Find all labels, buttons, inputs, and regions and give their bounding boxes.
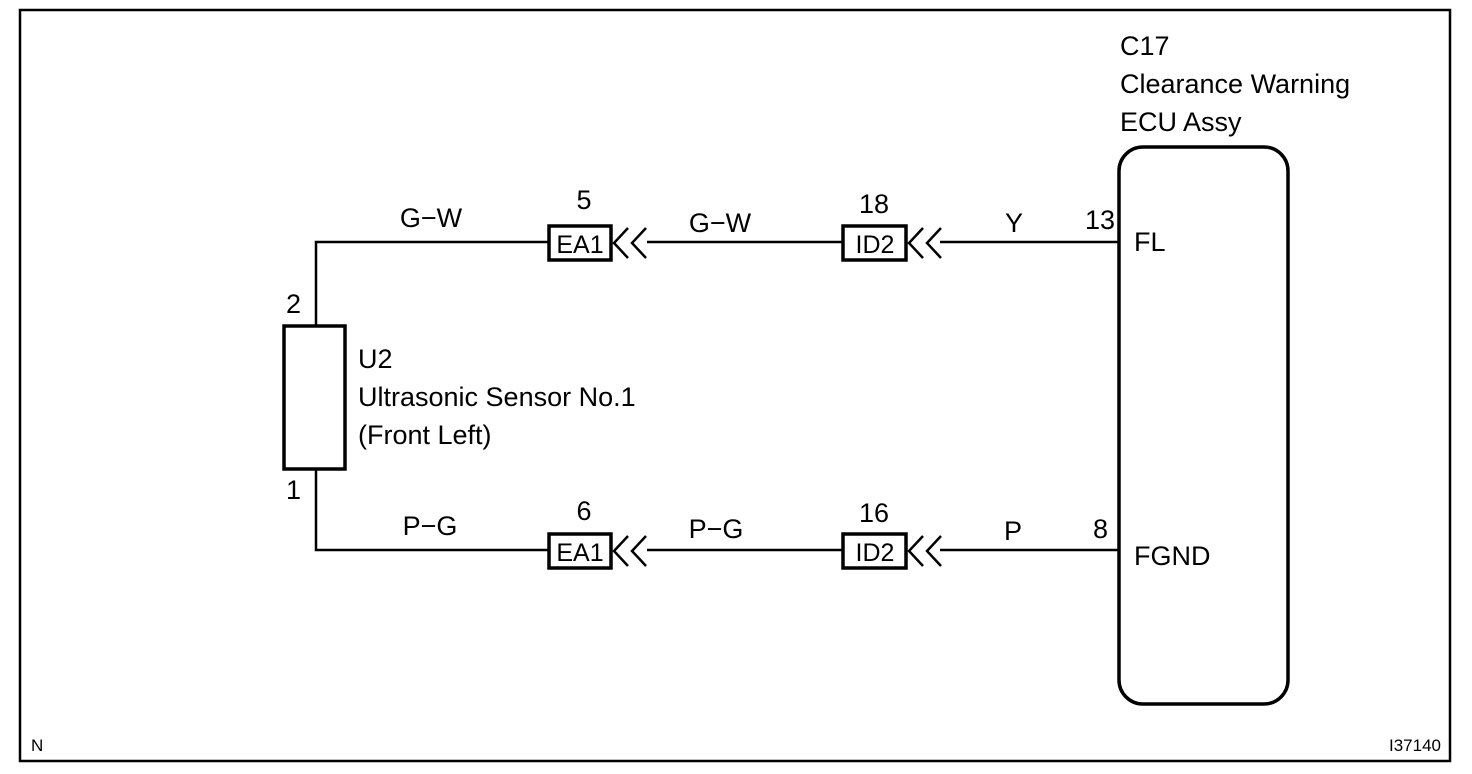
- upper-wire-sensor-side: [314, 240, 549, 326]
- connector-id2-upper-label: ID2: [856, 231, 895, 259]
- connector-id2-lower-label: ID2: [856, 539, 895, 567]
- upper-wire2-color: G−W: [689, 208, 752, 238]
- connector-id2-upper: [841, 224, 908, 262]
- figure-id: I37140: [1389, 736, 1441, 755]
- lower-wire-sensor-side: [314, 469, 549, 552]
- ecu-pin-fl-label: FL: [1134, 227, 1166, 257]
- ecu-name-line2: ECU Assy: [1120, 107, 1242, 137]
- ecu-name-line1: Clearance Warning: [1120, 69, 1350, 99]
- sensor-name-line1: Ultrasonic Sensor No.1: [358, 382, 636, 412]
- connector-id2-lower: [841, 532, 908, 570]
- ecu-code: C17: [1120, 31, 1170, 61]
- connector-ea1-lower-label: EA1: [556, 539, 603, 567]
- connector-ea1-lower-chevron-icon: [612, 535, 647, 567]
- ecu-pin-number-fgnd: 8: [1093, 514, 1108, 544]
- upper-wire3-color: Y: [1005, 208, 1023, 238]
- connector-ea1-lower-pin: 6: [576, 496, 591, 526]
- lower-wire2-color: P−G: [689, 514, 744, 544]
- connector-ea1-upper-pin: 5: [576, 185, 591, 215]
- connector-id2-upper-pin: 18: [859, 189, 889, 219]
- connector-id2-lower-chevron-icon: [907, 535, 942, 567]
- ecu-pin-number-fl: 13: [1085, 205, 1115, 235]
- connector-ea1-upper: [547, 224, 613, 262]
- sensor-code: U2: [358, 344, 393, 374]
- corner-mark: N: [31, 736, 43, 755]
- sensor-name-line2: (Front Left): [358, 420, 492, 450]
- sensor-block: [282, 324, 347, 471]
- connector-ea1-upper-label: EA1: [556, 231, 603, 259]
- sensor-pin-top: 2: [286, 289, 301, 319]
- lower-wire3-color: P: [1004, 516, 1022, 546]
- ecu-block: [1117, 145, 1290, 706]
- sensor-pin-bottom: 1: [286, 475, 301, 505]
- upper-wire1-color: G−W: [400, 203, 463, 233]
- connector-ea1-upper-chevron-icon: [612, 227, 647, 259]
- connector-id2-upper-chevron-icon: [907, 227, 942, 259]
- ecu-pin-fgnd-label: FGND: [1134, 541, 1211, 571]
- lower-wire1-color: P−G: [403, 511, 458, 541]
- connector-ea1-lower: [547, 532, 613, 570]
- diagram-frame: [18, 8, 1452, 763]
- connector-id2-lower-pin: 16: [859, 498, 889, 528]
